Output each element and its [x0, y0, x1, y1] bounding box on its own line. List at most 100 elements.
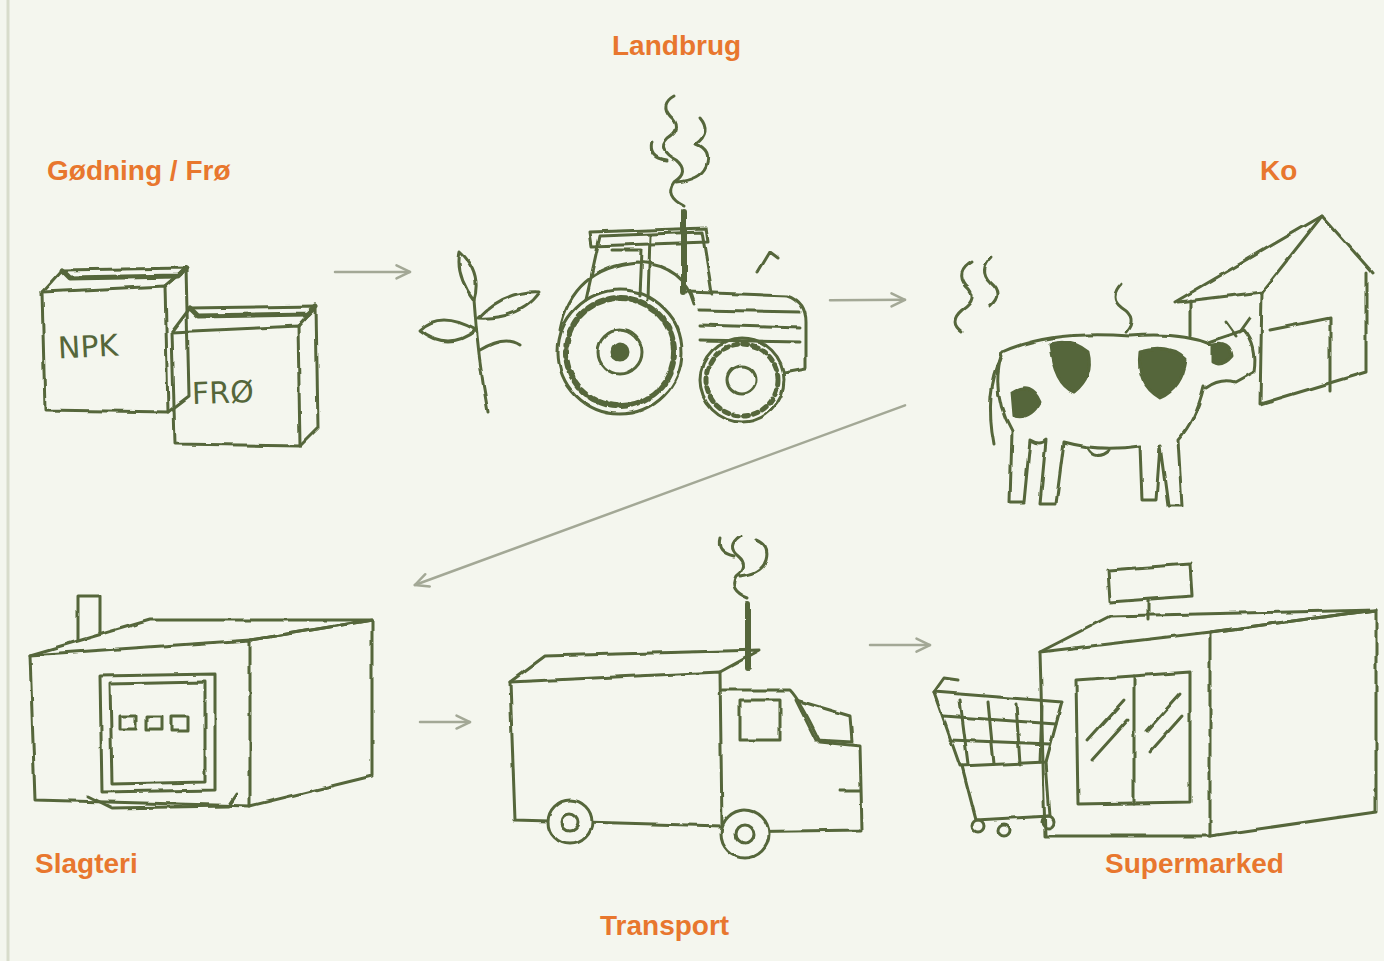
exhaust-smoke [651, 96, 707, 206]
truck-part [745, 604, 751, 668]
barn-part [1175, 216, 1372, 302]
cow [990, 318, 1254, 506]
cow-part [1139, 349, 1186, 398]
shopping-cart [934, 678, 1062, 836]
arrow-head [396, 265, 410, 278]
flow-arrow [335, 265, 410, 278]
cow-stage: Ko [905, 150, 1380, 520]
arrow-head [916, 639, 930, 652]
barn [1175, 216, 1372, 404]
tractor-part [728, 366, 756, 394]
slaughterhouse-part [78, 596, 100, 640]
cow-breath-part [984, 256, 997, 306]
cow-part [1226, 318, 1250, 336]
bag-label: NPK [57, 328, 119, 365]
shopping-cart-part [972, 820, 984, 832]
supermarket-part [1133, 676, 1136, 803]
frame-edge [7, 0, 10, 961]
truck-part [562, 814, 578, 830]
plant-part [480, 341, 520, 350]
slaughterhouse-part [120, 716, 188, 730]
slaughterhouse-part [110, 682, 205, 784]
slaughterhouse-part [250, 620, 372, 806]
fertilizer-bag [42, 268, 189, 412]
cow-part [1012, 388, 1040, 417]
cow-breath [955, 256, 1131, 332]
plant-part [478, 292, 540, 318]
shopping-cart-part [934, 692, 1062, 766]
farm-stage: Landbrug [410, 25, 830, 440]
cow-breath-part [955, 262, 972, 332]
fertilizer-bag-part [62, 268, 186, 278]
stage-heading: Transport [600, 910, 729, 942]
slaughterhouse-part [100, 674, 215, 792]
shopping-cart-part [1042, 816, 1054, 828]
bag-label: FRØ [191, 375, 254, 411]
flow-arrow [415, 405, 905, 586]
shopping-cart-part [962, 762, 1050, 820]
slaughterhouse-part [88, 794, 236, 808]
input-stage: Gødning / Frø [30, 140, 335, 460]
supermarket-part [1147, 600, 1150, 620]
seed-bag [172, 306, 318, 446]
truck [510, 604, 862, 858]
supermarket-part [1076, 672, 1190, 804]
tractor-part [700, 338, 784, 422]
fertilizer-bag-part [165, 268, 189, 412]
tractor [558, 212, 806, 422]
truck-smoke-part [719, 538, 734, 556]
supermarket-part [1108, 564, 1192, 602]
seed-bag-part [172, 306, 316, 332]
barn-part [1270, 318, 1330, 390]
arrow-shaft [415, 405, 905, 585]
transport-stage: Transport [470, 555, 870, 950]
exhaust-smoke-part [651, 142, 666, 160]
flow-arrow [420, 716, 470, 729]
seed-bag-part [298, 306, 318, 446]
truck-part [548, 800, 592, 844]
arrow-shaft [335, 271, 410, 274]
supermarket-part [1040, 632, 1210, 836]
truck-part [721, 810, 769, 858]
barn-part [1260, 272, 1366, 404]
truck-part [510, 672, 722, 826]
seed-bag-part [190, 306, 316, 316]
arrow-shaft [870, 644, 930, 647]
arrow-head [456, 716, 470, 729]
slaughterhouse [30, 596, 372, 808]
tractor-part [560, 262, 695, 330]
slaughterhouse-part [30, 620, 372, 655]
supermarket-part [1210, 610, 1376, 836]
flow-arrow [870, 639, 930, 652]
stage-heading: Landbrug [612, 30, 741, 62]
seed-bag-part [172, 326, 300, 446]
shopping-cart-part [944, 716, 1056, 744]
cow-part [1002, 335, 1210, 352]
truck-part [510, 650, 760, 682]
exhaust-smoke-part [664, 96, 685, 206]
tractor-part [706, 344, 778, 416]
truck-part [840, 789, 860, 792]
flow-arrow [830, 293, 905, 306]
fertilizer-bag-part [42, 286, 168, 412]
cow-part [1088, 448, 1110, 456]
supermarket [1040, 564, 1376, 836]
tractor-part [558, 290, 682, 414]
slaughterhouse-stage: Slagteri [25, 585, 420, 890]
exhaust-smoke-part [676, 118, 708, 182]
stage-heading: Slagteri [35, 848, 138, 880]
tractor-part [566, 298, 674, 406]
sketch-stroke [30, 96, 1376, 858]
fertilizer-bag-part [42, 268, 186, 292]
arrow-shaft [830, 299, 905, 302]
truck-part [740, 700, 780, 740]
supermarket-part [1088, 694, 1182, 760]
arrow-head [415, 574, 430, 586]
supermarket-stage: Supermarked [930, 555, 1380, 890]
tractor-part [681, 212, 687, 292]
plant-part [420, 320, 476, 341]
